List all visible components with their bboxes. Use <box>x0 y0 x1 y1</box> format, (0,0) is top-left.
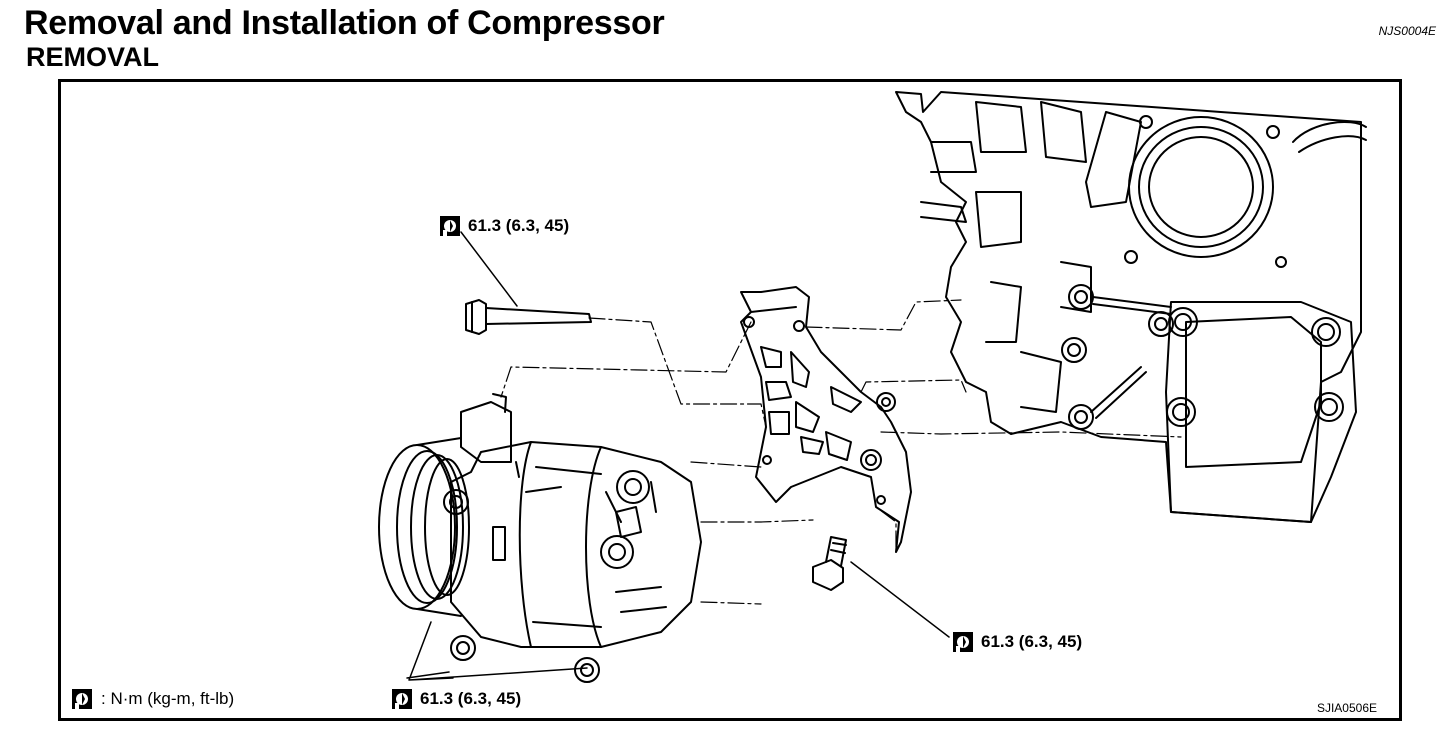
compressor-diagram-illustration <box>378 91 1367 683</box>
torque-value: 61.3 (6.3, 45) <box>981 632 1083 651</box>
torque-unit-legend: : N·m (kg-m, ft-lb) <box>71 688 234 710</box>
torque-wrench-icon <box>440 216 460 236</box>
diagram-frame: 61.3 (6.3, 45) 61.3 (6.3, 45) 61.3 (6.3,… <box>58 79 1402 721</box>
page-subtitle: REMOVAL <box>26 42 159 72</box>
alignment-lines <box>500 299 1182 605</box>
engine-block <box>895 91 1367 523</box>
short-mounting-bolt <box>812 536 847 591</box>
torque-wrench-icon <box>392 689 412 709</box>
leader-lines <box>406 231 950 681</box>
torque-spec-compressor-bolts: 61.3 (6.3, 45) <box>391 688 521 710</box>
torque-value: 61.3 (6.3, 45) <box>420 689 522 708</box>
long-mounting-bolt <box>465 299 592 335</box>
document-id: NJS0004E <box>1378 24 1436 38</box>
compressor-bracket <box>740 286 912 553</box>
figure-id: SJIA0506E <box>1316 701 1377 715</box>
torque-wrench-icon <box>72 689 92 709</box>
torque-spec-upper: 61.3 (6.3, 45) <box>439 215 569 237</box>
torque-spec-bracket-bolt: 61.3 (6.3, 45) <box>952 631 1082 653</box>
page-title: Removal and Installation of Compressor <box>24 4 665 42</box>
ac-compressor <box>378 393 702 683</box>
torque-wrench-icon <box>953 632 973 652</box>
legend-text: : N·m (kg-m, ft-lb) <box>101 689 235 708</box>
torque-value: 61.3 (6.3, 45) <box>468 216 570 235</box>
